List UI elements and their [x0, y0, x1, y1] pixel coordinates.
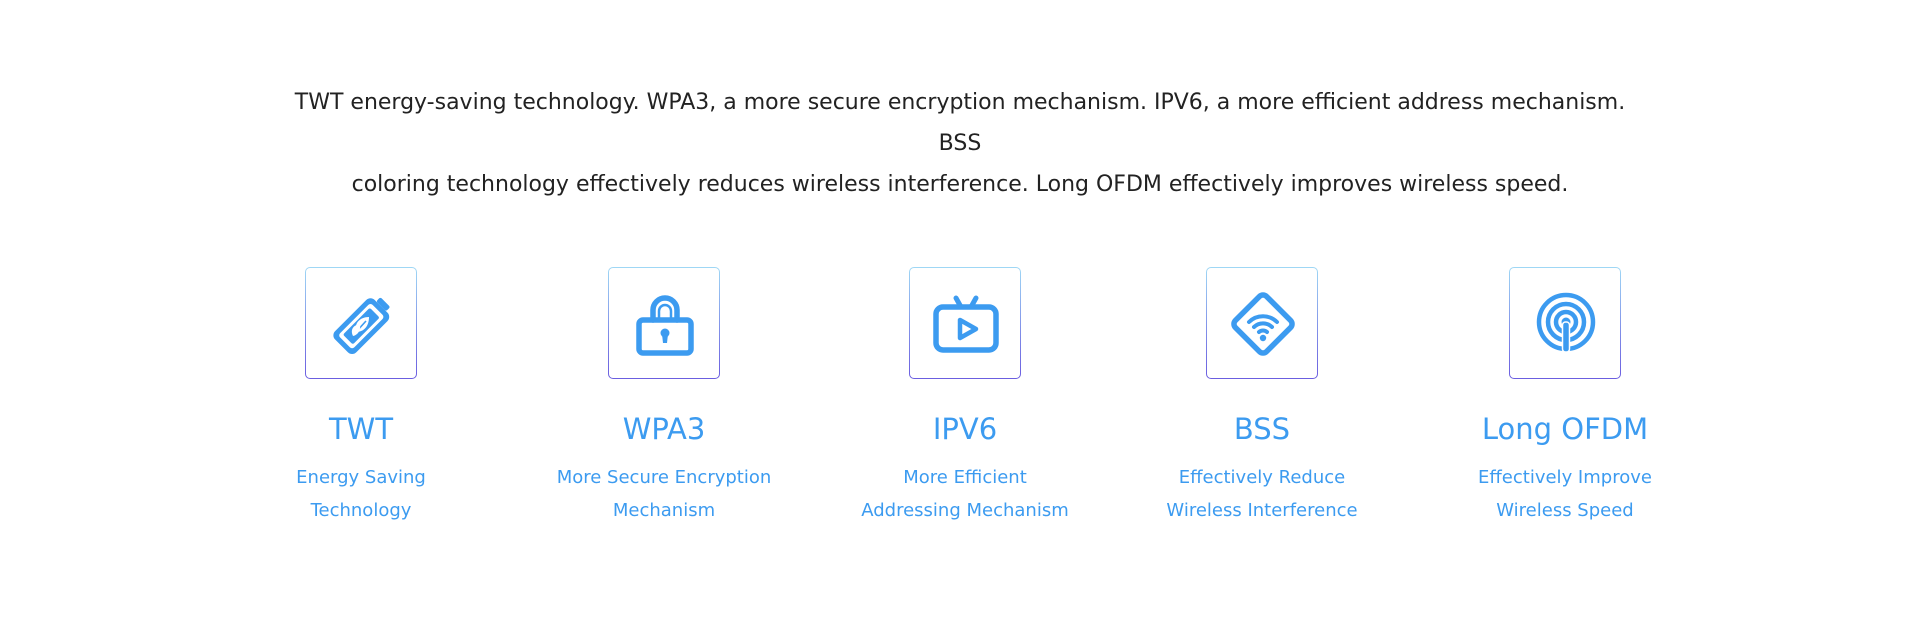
feature-description-line: Effectively Reduce — [1178, 467, 1346, 488]
feature-icon-box — [1206, 267, 1318, 379]
feature-item-long-ofdm: Long OFDM Effectively Improve Wireless S… — [1415, 267, 1715, 527]
feature-title: Long OFDM — [1481, 412, 1649, 446]
antenna-signal-icon — [1536, 292, 1596, 353]
tv-play-icon — [933, 295, 999, 353]
feature-description: Energy Saving Technology — [211, 461, 511, 527]
feature-item-bss: BSS Effectively Reduce Wireless Interfer… — [1112, 267, 1412, 527]
feature-description-line: More Efficient — [903, 467, 1027, 488]
feature-description-line: Technology — [310, 500, 412, 521]
feature-list: TWT Energy Saving Technology WPA3 More S… — [0, 267, 1920, 567]
feature-description-line: Energy Saving — [296, 467, 426, 488]
feature-description-line: Wireless Interference — [1166, 500, 1358, 521]
intro-line-1: TWT energy-saving technology. WPA3, a mo… — [294, 90, 1626, 156]
feature-description-line: Mechanism — [612, 500, 716, 521]
feature-item-wpa3: WPA3 More Secure Encryption Mechanism — [514, 267, 814, 527]
feature-description: More Efficient Addressing Mechanism — [815, 461, 1115, 527]
feature-description: More Secure Encryption Mechanism — [514, 461, 814, 527]
feature-item-ipv6: IPV6 More Efficient Addressing Mechanism — [815, 267, 1115, 527]
feature-icon-box — [305, 267, 417, 379]
wifi-diamond-icon — [1231, 292, 1295, 356]
intro-line-2: coloring technology effectively reduces … — [351, 172, 1569, 197]
feature-title: WPA3 — [622, 412, 706, 446]
feature-title: TWT — [328, 412, 394, 446]
intro-paragraph: TWT energy-saving technology. WPA3, a mo… — [270, 82, 1650, 205]
feature-description: Effectively Reduce Wireless Interference — [1112, 461, 1412, 527]
feature-description-line: Wireless Speed — [1496, 500, 1634, 521]
feature-description: Effectively Improve Wireless Speed — [1415, 461, 1715, 527]
feature-title: IPV6 — [932, 412, 998, 446]
feature-description-line: Addressing Mechanism — [861, 500, 1069, 521]
battery-leaf-icon — [333, 297, 390, 355]
feature-description-line: More Secure Encryption — [556, 467, 772, 488]
feature-item-twt: TWT Energy Saving Technology — [211, 267, 511, 527]
feature-title: BSS — [1233, 412, 1291, 446]
feature-icon-box — [608, 267, 720, 379]
feature-description-line: Effectively Improve — [1478, 467, 1652, 488]
feature-icon-box — [909, 267, 1021, 379]
padlock-icon — [636, 295, 694, 356]
feature-icon-box — [1509, 267, 1621, 379]
